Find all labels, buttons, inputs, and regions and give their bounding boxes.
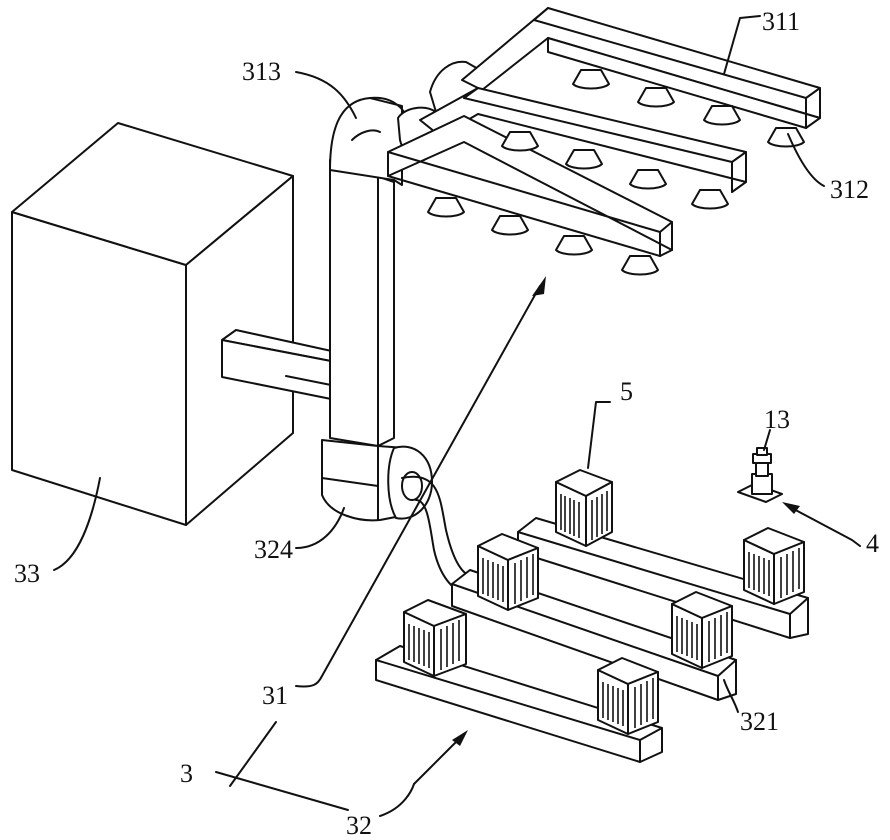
cabinet-33 <box>12 123 293 525</box>
box <box>744 528 804 604</box>
nozzle <box>428 198 464 217</box>
label-4: 4 <box>866 529 879 558</box>
nozzle <box>638 88 674 107</box>
label-321: 321 <box>740 707 779 736</box>
nozzle <box>704 106 740 125</box>
nozzle <box>768 128 804 147</box>
label-313: 313 <box>242 57 281 86</box>
label-312: 312 <box>830 175 869 204</box>
label-3: 3 <box>180 759 193 788</box>
nozzle <box>692 190 728 209</box>
label-324: 324 <box>254 535 293 564</box>
label-33: 33 <box>14 559 40 588</box>
sensor-13 <box>738 448 782 502</box>
nozzle <box>556 236 592 255</box>
label-31: 31 <box>262 681 288 710</box>
nozzle <box>566 150 602 169</box>
nozzle <box>622 256 658 275</box>
label-32: 32 <box>346 811 372 840</box>
nozzle <box>573 70 609 89</box>
label-311: 311 <box>762 7 800 36</box>
box-5 <box>556 470 612 546</box>
nozzle <box>630 170 666 189</box>
label-13: 13 <box>764 405 790 434</box>
box <box>598 658 658 734</box>
nozzle <box>502 132 538 151</box>
box <box>404 600 466 676</box>
box <box>672 592 732 668</box>
arrow-32 <box>414 730 468 784</box>
nozzle <box>492 216 528 235</box>
label-5: 5 <box>620 377 633 406</box>
box <box>478 534 538 610</box>
